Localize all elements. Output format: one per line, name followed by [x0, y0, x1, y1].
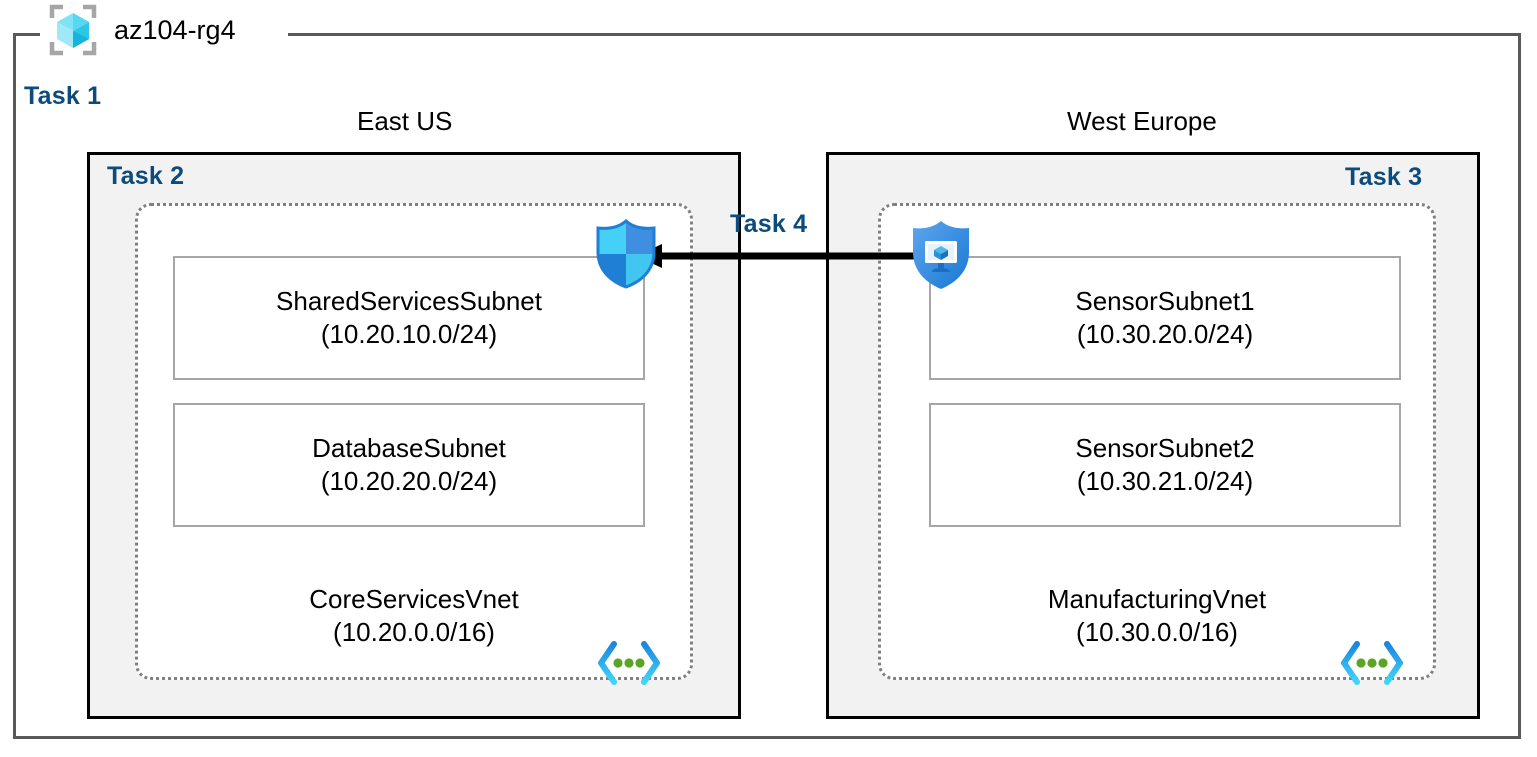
subnet-cidr: (10.30.21.0/24)	[1076, 466, 1254, 496]
subnet-databasesubnet: DatabaseSubnet (10.20.20.0/24)	[173, 403, 645, 527]
subnet-sensorsubnet2: SensorSubnet2 (10.30.21.0/24)	[929, 403, 1401, 527]
subnet-cidr: (10.20.20.0/24)	[320, 466, 498, 496]
subnet-name: SensorSubnet2	[1075, 433, 1255, 464]
task-2-label: Task 2	[107, 162, 185, 190]
subnet-name: SensorSubnet1	[1075, 286, 1255, 317]
resource-group-legend: az104-rg4	[46, 2, 236, 58]
virtual-network-icon	[598, 641, 660, 685]
subnet-sharedservicessubnet: SharedServicesSubnet (10.20.10.0/24)	[173, 256, 645, 380]
vnet-manufacturingvnet-caption: ManufacturingVnet (10.30.0.0/16)	[878, 583, 1436, 649]
task-3-label: Task 3	[1345, 163, 1423, 191]
task-4-label: Task 4	[730, 210, 808, 238]
region-west-europe-caption: West Europe	[1067, 106, 1217, 136]
region-east-us-caption: East US	[357, 106, 453, 136]
azure-bastion-shield-icon[interactable]	[908, 219, 974, 291]
vnet-name: CoreServicesVnet	[309, 584, 519, 614]
task-1-label: Task 1	[24, 82, 102, 110]
subnet-name: SharedServicesSubnet	[276, 286, 542, 317]
vnet-peering-arrow	[636, 244, 926, 268]
vnet-cidr: (10.20.0.0/16)	[333, 616, 495, 647]
resource-group-frame	[13, 33, 1521, 739]
subnet-cidr: (10.20.10.0/24)	[320, 319, 498, 349]
subnet-cidr: (10.30.20.0/24)	[1076, 319, 1254, 349]
virtual-network-icon	[1341, 641, 1403, 685]
resource-group-cube-icon	[49, 4, 97, 56]
vnet-name: ManufacturingVnet	[1047, 584, 1267, 614]
azure-firewall-shield-icon[interactable]	[593, 219, 659, 289]
subnet-sensorsubnet1: SensorSubnet1 (10.30.20.0/24)	[929, 256, 1401, 380]
subnet-name: DatabaseSubnet	[312, 433, 506, 464]
vnet-cidr: (10.30.0.0/16)	[1076, 616, 1238, 647]
vnet-coreservicesvnet-caption: CoreServicesVnet (10.20.0.0/16)	[135, 583, 693, 649]
resource-group-title: az104-rg4	[114, 14, 236, 45]
